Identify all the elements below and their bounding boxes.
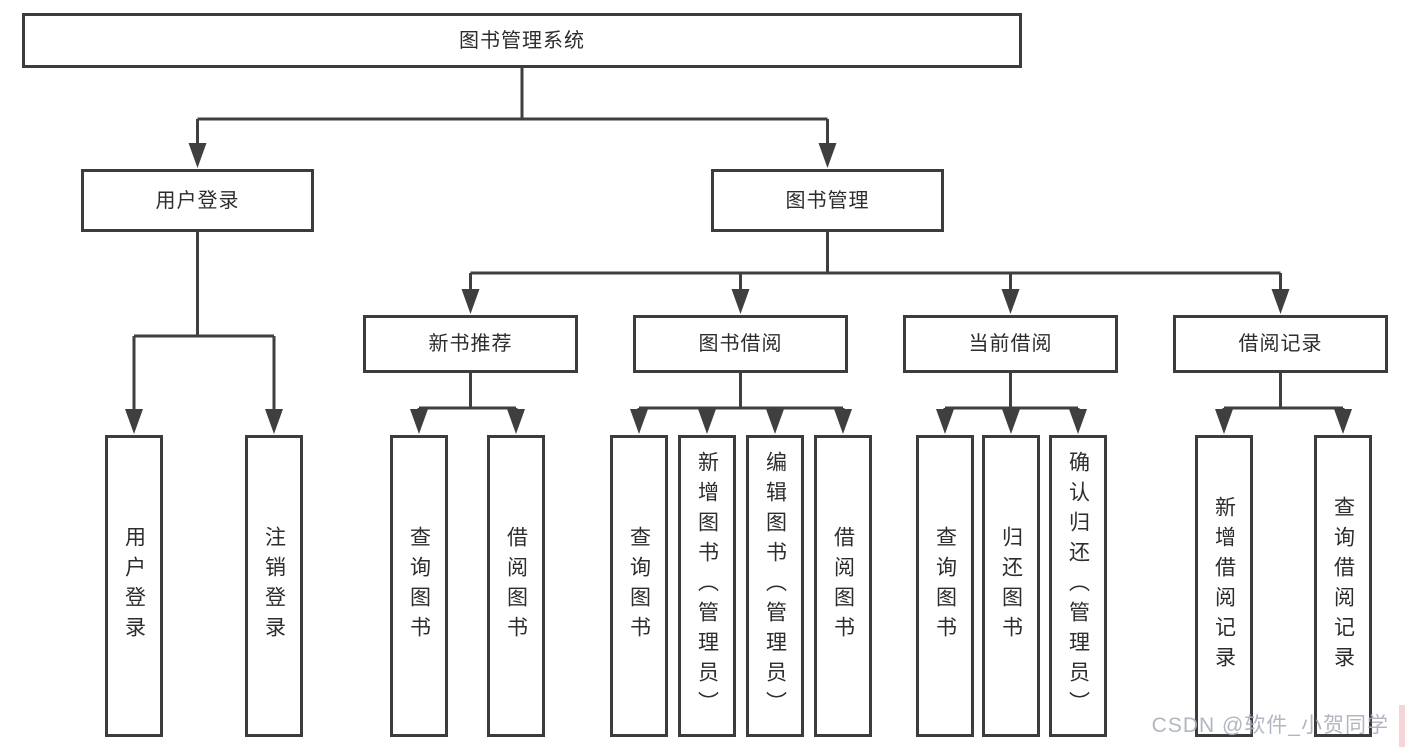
node-borrow-records: 借阅记录 bbox=[1173, 315, 1388, 373]
node-book-management: 图书管理 bbox=[711, 169, 944, 232]
node-label: 查询借阅记录 bbox=[1331, 496, 1355, 676]
node-label: 图书借阅 bbox=[698, 333, 783, 355]
node-root: 图书管理系统 bbox=[22, 13, 1022, 68]
node-label: 查询图书 bbox=[933, 526, 957, 646]
node-label: 编辑图书（管理员） bbox=[763, 451, 787, 721]
node-label: 借阅图书 bbox=[504, 526, 528, 646]
node-leaf-borrow-books-2: 借阅图书 bbox=[814, 435, 872, 737]
node-leaf-confirm-return-admin: 确认归还（管理员） bbox=[1049, 435, 1107, 737]
node-current-borrowing: 当前借阅 bbox=[903, 315, 1118, 373]
node-label: 借阅记录 bbox=[1238, 333, 1323, 355]
node-leaf-query-books-2: 查询图书 bbox=[610, 435, 668, 737]
node-leaf-query-books-3: 查询图书 bbox=[916, 435, 974, 737]
node-label: 查询图书 bbox=[407, 526, 431, 646]
node-leaf-return-books: 归还图书 bbox=[982, 435, 1040, 737]
node-label: 图书管理系统 bbox=[459, 29, 585, 52]
node-label: 用户登录 bbox=[122, 526, 146, 646]
node-label: 新增图书（管理员） bbox=[695, 451, 719, 721]
node-leaf-query-borrow-record: 查询借阅记录 bbox=[1314, 435, 1372, 737]
node-label: 确认归还（管理员） bbox=[1066, 451, 1090, 721]
node-label: 注销登录 bbox=[262, 526, 286, 646]
node-leaf-logout: 注销登录 bbox=[245, 435, 303, 737]
watermark-edge-accent bbox=[1399, 705, 1405, 747]
node-label: 归还图书 bbox=[999, 526, 1023, 646]
watermark: CSDN @软件_小贺同学 bbox=[1151, 714, 1389, 737]
node-leaf-user-login: 用户登录 bbox=[105, 435, 163, 737]
node-label: 当前借阅 bbox=[968, 333, 1053, 355]
node-label: 新书推荐 bbox=[428, 333, 513, 355]
node-label: 图书管理 bbox=[785, 189, 870, 212]
node-label: 借阅图书 bbox=[831, 526, 855, 646]
node-book-borrowing: 图书借阅 bbox=[633, 315, 848, 373]
node-leaf-add-book-admin: 新增图书（管理员） bbox=[678, 435, 736, 737]
node-leaf-edit-book-admin: 编辑图书（管理员） bbox=[746, 435, 804, 737]
node-label: 用户登录 bbox=[155, 189, 240, 212]
node-label: 新增借阅记录 bbox=[1212, 496, 1236, 676]
node-leaf-add-borrow-record: 新增借阅记录 bbox=[1195, 435, 1253, 737]
node-label: 查询图书 bbox=[627, 526, 651, 646]
node-leaf-borrow-books-1: 借阅图书 bbox=[487, 435, 545, 737]
node-user-login: 用户登录 bbox=[81, 169, 314, 232]
node-new-book-recommend: 新书推荐 bbox=[363, 315, 578, 373]
node-leaf-query-books-1: 查询图书 bbox=[390, 435, 448, 737]
